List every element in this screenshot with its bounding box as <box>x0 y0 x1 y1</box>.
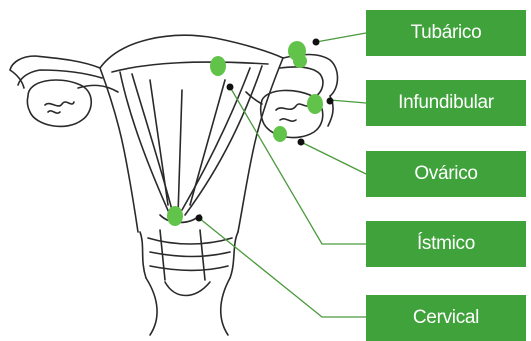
marker-istmico <box>210 56 226 76</box>
marker-cervical <box>167 206 183 226</box>
leader-line-ovarico <box>301 142 366 174</box>
endpoint-dot-istmico <box>227 84 234 91</box>
marker-ovarico <box>273 126 287 142</box>
site-markers <box>167 41 323 226</box>
leader-line-infundibular <box>330 100 366 103</box>
label-infundibular: Infundibular <box>366 80 526 126</box>
endpoint-dot-tubarico <box>313 39 320 46</box>
endpoint-dot-infundibular <box>327 98 334 105</box>
endpoint-dot-cervical <box>196 215 203 222</box>
label-ovarico: Ovárico <box>366 151 526 197</box>
leader-line-tubarico <box>316 33 366 42</box>
label-istmico: Ístmico <box>366 221 526 267</box>
marker-tubarico-2 <box>293 54 307 68</box>
marker-infundibular <box>307 94 323 114</box>
endpoint-dot-ovarico <box>298 139 305 146</box>
label-cervical: Cervical <box>366 295 526 341</box>
label-tubarico: Tubárico <box>366 10 526 56</box>
leader-lines <box>199 33 366 317</box>
